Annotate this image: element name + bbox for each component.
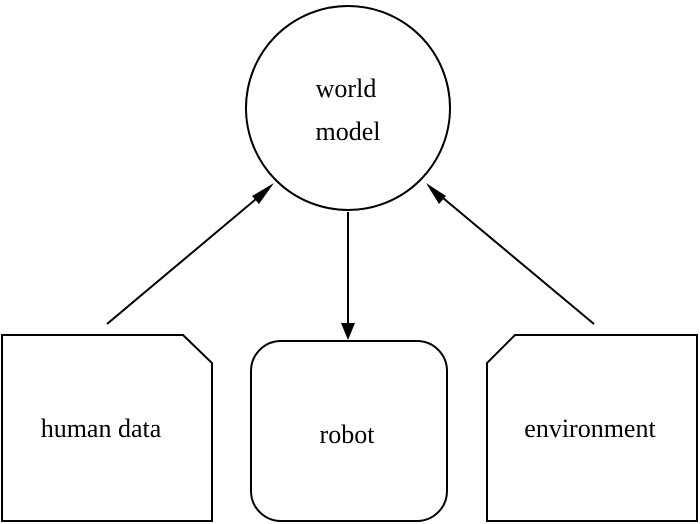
arrow-line xyxy=(106,193,263,325)
arrowhead-icon xyxy=(252,183,274,204)
human-data-shape xyxy=(1,334,213,522)
human-data-node: human data xyxy=(1,334,213,522)
world-model-node: world model xyxy=(245,5,451,211)
environment-label: environment xyxy=(524,414,656,443)
environment-shape xyxy=(486,334,698,522)
world-model-label-line1: world xyxy=(316,74,377,103)
environment-node: environment xyxy=(486,334,698,522)
arrow-human-data-to-world-model xyxy=(106,183,274,325)
arrow-line xyxy=(436,192,595,325)
arrowhead-icon xyxy=(341,323,355,340)
world-model-label-line2: model xyxy=(316,117,381,146)
robot-node: robot xyxy=(250,340,448,522)
world-model-circle xyxy=(245,5,451,211)
arrow-world-model-to-robot xyxy=(341,212,355,340)
human-data-label: human data xyxy=(41,414,162,443)
robot-shape xyxy=(250,340,448,522)
arrowhead-icon xyxy=(426,183,446,204)
robot-label: robot xyxy=(320,420,376,449)
arrow-environment-to-world-model xyxy=(426,183,595,325)
